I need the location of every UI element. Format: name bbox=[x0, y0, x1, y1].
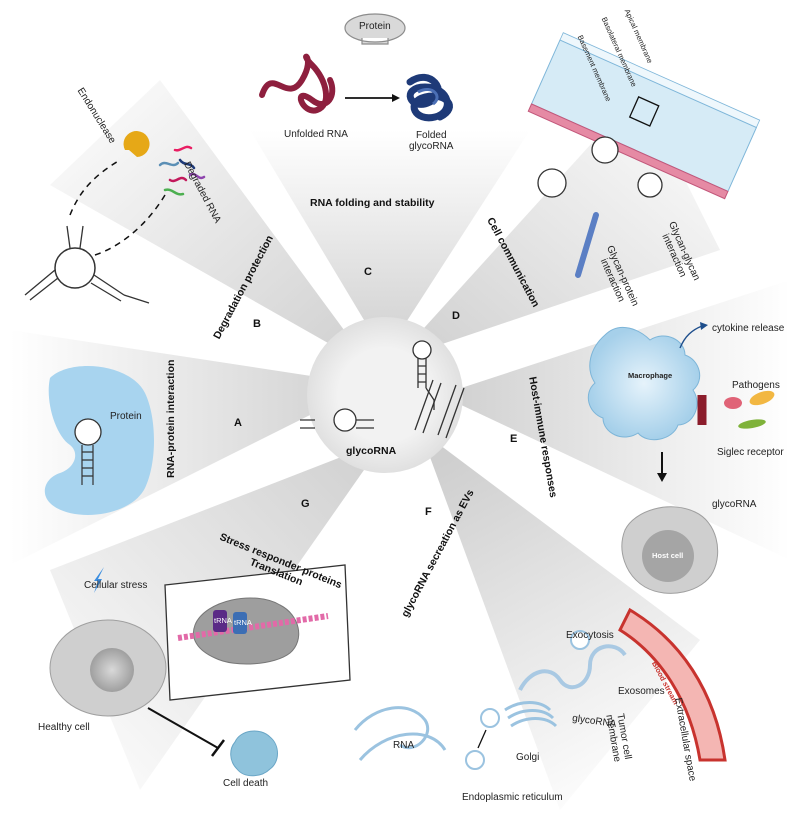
panel-a-title: RNA-protein interaction bbox=[165, 359, 177, 478]
panel-f-golgi-label: Golgi bbox=[516, 752, 540, 763]
endonuclease-icon bbox=[123, 131, 150, 157]
trna-1 bbox=[213, 610, 227, 632]
pathogen-yellow bbox=[749, 390, 775, 406]
wedge-f bbox=[420, 430, 700, 810]
panel-e-macrophage-label: Macrophage bbox=[628, 371, 673, 380]
panel-a-letter: A bbox=[234, 417, 242, 429]
panel-e-cytokine-label: cytokine release bbox=[712, 323, 785, 334]
center-illustration bbox=[300, 340, 465, 439]
panel-c-protein-label: Protein bbox=[359, 21, 391, 32]
panel-b-illustration bbox=[24, 131, 206, 304]
cytokine-arrowhead bbox=[700, 322, 708, 330]
degradation-arrow-path bbox=[69, 159, 121, 216]
glycan-protein-rod bbox=[575, 212, 599, 278]
rna-loop-d3 bbox=[637, 172, 663, 198]
tumor-membrane bbox=[518, 644, 627, 691]
rna-loop-d2 bbox=[537, 168, 567, 198]
center-rna-left-stem bbox=[300, 419, 374, 429]
panel-d-illustration bbox=[527, 32, 761, 278]
folded-glycorna bbox=[406, 73, 453, 122]
center-rna-top bbox=[417, 358, 435, 410]
panel-a-illustration bbox=[44, 366, 154, 515]
degraded-rna-fragments bbox=[158, 145, 206, 196]
unfolded-rna bbox=[259, 53, 336, 114]
cytokine-arrow bbox=[679, 325, 703, 349]
rna-loop-a bbox=[74, 418, 102, 446]
mrna-strand bbox=[177, 613, 329, 641]
panel-f-letter: F bbox=[425, 506, 432, 518]
panel-f-illustration bbox=[353, 607, 727, 770]
panel-f-exocytosis-label: Exocytosis bbox=[566, 630, 614, 641]
rna-arm-b-left bbox=[24, 269, 59, 301]
blood-stream bbox=[618, 607, 727, 762]
trna-2 bbox=[233, 612, 247, 634]
panel-g-letter: G bbox=[301, 498, 310, 510]
vesicle-1 bbox=[465, 750, 485, 770]
apical-villi bbox=[559, 32, 761, 128]
panel-g-trna1-label: tRNA bbox=[214, 616, 232, 625]
vesicle-2 bbox=[480, 708, 500, 728]
wedge-c bbox=[250, 130, 530, 355]
panel-c-title: RNA folding and stability bbox=[310, 197, 435, 209]
er-membrane-1 bbox=[353, 706, 430, 750]
panel-d-letter: D bbox=[452, 310, 460, 322]
protein-shape-a bbox=[44, 366, 154, 515]
panel-g-death-label: Cell death bbox=[223, 778, 269, 789]
panel-e-pathogens-label: Pathogens bbox=[732, 380, 780, 391]
center-rna-top-loop bbox=[412, 340, 432, 360]
healthy-cell-nucleus bbox=[90, 648, 134, 692]
siglec-receptor bbox=[697, 395, 707, 425]
panel-c-folded-label: Folded glycoRNA bbox=[409, 130, 454, 152]
panel-e-illustration bbox=[587, 322, 775, 594]
degradation-arrow-path-2 bbox=[94, 194, 166, 256]
panel-e-glycorna-label: glycoRNA bbox=[712, 499, 757, 510]
panel-e-siglec-label: Siglec receptor bbox=[717, 447, 784, 458]
folding-arrowhead bbox=[392, 94, 400, 102]
rna-loop-b bbox=[54, 247, 96, 289]
panel-g-stress-label: Cellular stress bbox=[84, 580, 148, 591]
rna-arm-b-right bbox=[90, 274, 150, 304]
er-membrane-2 bbox=[358, 732, 447, 761]
er-to-golgi-arrow bbox=[477, 729, 487, 749]
golgi-stack bbox=[504, 701, 558, 728]
panel-g-healthy-label: Healthy cell bbox=[38, 722, 90, 733]
macrophage-cell bbox=[587, 326, 701, 441]
wedge-b bbox=[50, 80, 372, 368]
panel-c-illustration bbox=[259, 13, 453, 122]
dead-cell bbox=[230, 730, 278, 777]
panel-f-exosomes-label: Exosomes bbox=[618, 686, 665, 697]
panel-e-letter: E bbox=[510, 433, 518, 445]
rna-arm-b-top bbox=[66, 225, 84, 249]
panel-c-unfolded-label: Unfolded RNA bbox=[284, 129, 348, 140]
center-rna-right bbox=[414, 379, 465, 439]
panel-e-host-cell-label: Host cell bbox=[652, 551, 684, 560]
panel-f-er-label: Endoplasmic reticulum bbox=[462, 792, 563, 803]
panel-g-trna2-label: tRNA bbox=[234, 618, 252, 627]
host-cell-nucleus bbox=[642, 530, 694, 582]
vesicle-3 bbox=[570, 630, 590, 650]
inhibition-line bbox=[147, 707, 219, 749]
rna-loop-d1 bbox=[591, 136, 619, 164]
epithelium bbox=[527, 32, 761, 200]
pathogen-green bbox=[738, 419, 766, 429]
protein-shape-c bbox=[344, 13, 406, 45]
basement-membrane-band bbox=[527, 103, 729, 200]
zoom-box bbox=[628, 96, 660, 127]
pathogen-red bbox=[724, 397, 742, 409]
folded-glycorna-inner bbox=[417, 88, 439, 106]
panel-g-illustration bbox=[49, 564, 351, 777]
panel-b-letter: B bbox=[253, 318, 261, 330]
inhibition-bar bbox=[211, 739, 225, 757]
panel-a-protein-label: Protein bbox=[110, 411, 142, 422]
lightning-icon bbox=[94, 567, 104, 593]
panel-f-rna-label: RNA bbox=[393, 740, 415, 751]
center-rna-left-loop bbox=[333, 408, 357, 432]
center-label: glycoRNA bbox=[346, 445, 397, 457]
rna-stem-a bbox=[81, 445, 94, 485]
immune-arrowhead bbox=[657, 473, 667, 482]
panel-c-letter: C bbox=[364, 266, 372, 278]
